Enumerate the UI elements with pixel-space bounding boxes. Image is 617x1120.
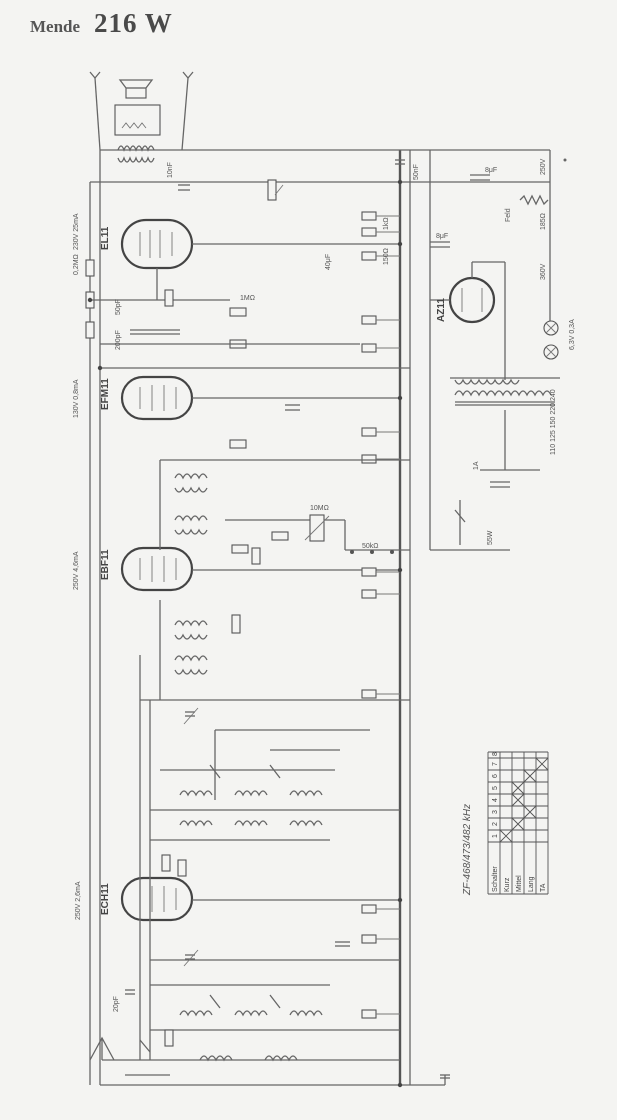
table-row-3: Lang [528,876,535,892]
antenna-cap-label: 20pF [113,996,120,1012]
table-row-2: Mittel [516,875,523,892]
tube-note-ebf11: 250V 4,6mA [73,551,80,590]
antenna-icon: 20pF [89,989,174,1076]
tube-label-efm11: EFM11 [100,378,111,410]
table-row-4: TA [540,883,547,892]
filter-cap2-label: 8μF [436,233,448,240]
tube-ebf11: EBF11 250V 4,6mA [73,546,400,592]
power-supply: Feld 185Ω 250V 360V 8μF 8μF 6,3V 0,3A 11… [430,149,576,551]
maker-label: Mende [30,17,81,36]
supply-buses [89,149,550,1086]
table-row-1: Kurz [504,877,511,892]
c2-label: 50pF [115,299,122,315]
r3-label: 50kΩ [362,543,379,550]
tube-label-az11: AZ11 [436,298,447,322]
table-col-4: 4 [492,798,499,802]
output-stage-network: 50pF 200pF 0,2MΩ 1MΩ 10nF [73,162,360,350]
tube-az11: AZ11 [430,261,506,380]
c1-label: 10nF [167,162,174,178]
junctions [87,158,567,1088]
component-column: 50nF 1kΩ 150Ω 40μF [325,159,420,1019]
c3-label: 200pF [115,330,122,350]
table-col-8: 8 [492,752,499,756]
table-row-0: Schalter [492,866,499,892]
tube-note-efm11: 130V 0,8mA [73,379,80,418]
tube-ech11: ECH11 250V 2,6mA [75,876,400,922]
mains-taps-label: 110 125 150 220 240 [550,389,557,455]
rf-coil-section [139,655,400,1062]
table-col-2: 2 [492,822,499,826]
r5-label: 1kΩ [383,217,390,230]
tube-note-el11: 230V 25mA [73,213,80,250]
r4-label: 10MΩ [310,505,329,512]
filter-cap1-label: 8μF [485,167,497,174]
if-section: 10MΩ 50kΩ [140,404,410,701]
model-label: 216 W [94,8,173,38]
if-frequency-label: ZF-468/473/482 kHz [462,804,473,896]
lamp-label: 6,3V 0,3A [569,319,576,350]
header: Mende 216 W [30,8,173,39]
table-col-6: 6 [492,774,499,778]
field-resistance-label: 185Ω [540,213,547,230]
r1-label: 1MΩ [240,295,255,302]
table-col-1: 1 [492,834,499,838]
bus-cap-label: 50nF [413,164,420,180]
tube-label-ech11: ECH11 [100,883,111,915]
r7-label: 150Ω [383,248,390,265]
table-col-3: 3 [492,810,499,814]
r2-label: 0,2MΩ [73,254,80,275]
table-col-5: 5 [492,786,499,790]
r6-label: 40μF [325,254,332,270]
tube-efm11: EFM11 130V 0,8mA [73,367,410,421]
tube-label-el11: EL11 [100,226,111,250]
tube-label-ebf11: EBF11 [100,549,111,580]
speaker-icon [89,71,194,163]
switch-table: Schalter Kurz Mittel Lang TA 1 2 3 4 5 6… [487,751,549,895]
field-label: Feld [505,208,512,222]
table-col-7: 7 [492,762,499,766]
hv2-label: 360V [540,263,547,280]
tube-el11: EL11 230V 25mA [73,213,400,300]
power-label: 55W [487,530,494,545]
hv-label: 250V [540,158,547,175]
tube-note-ech11: 250V 2,6mA [75,881,82,920]
fuse-label: 1A [473,461,480,470]
